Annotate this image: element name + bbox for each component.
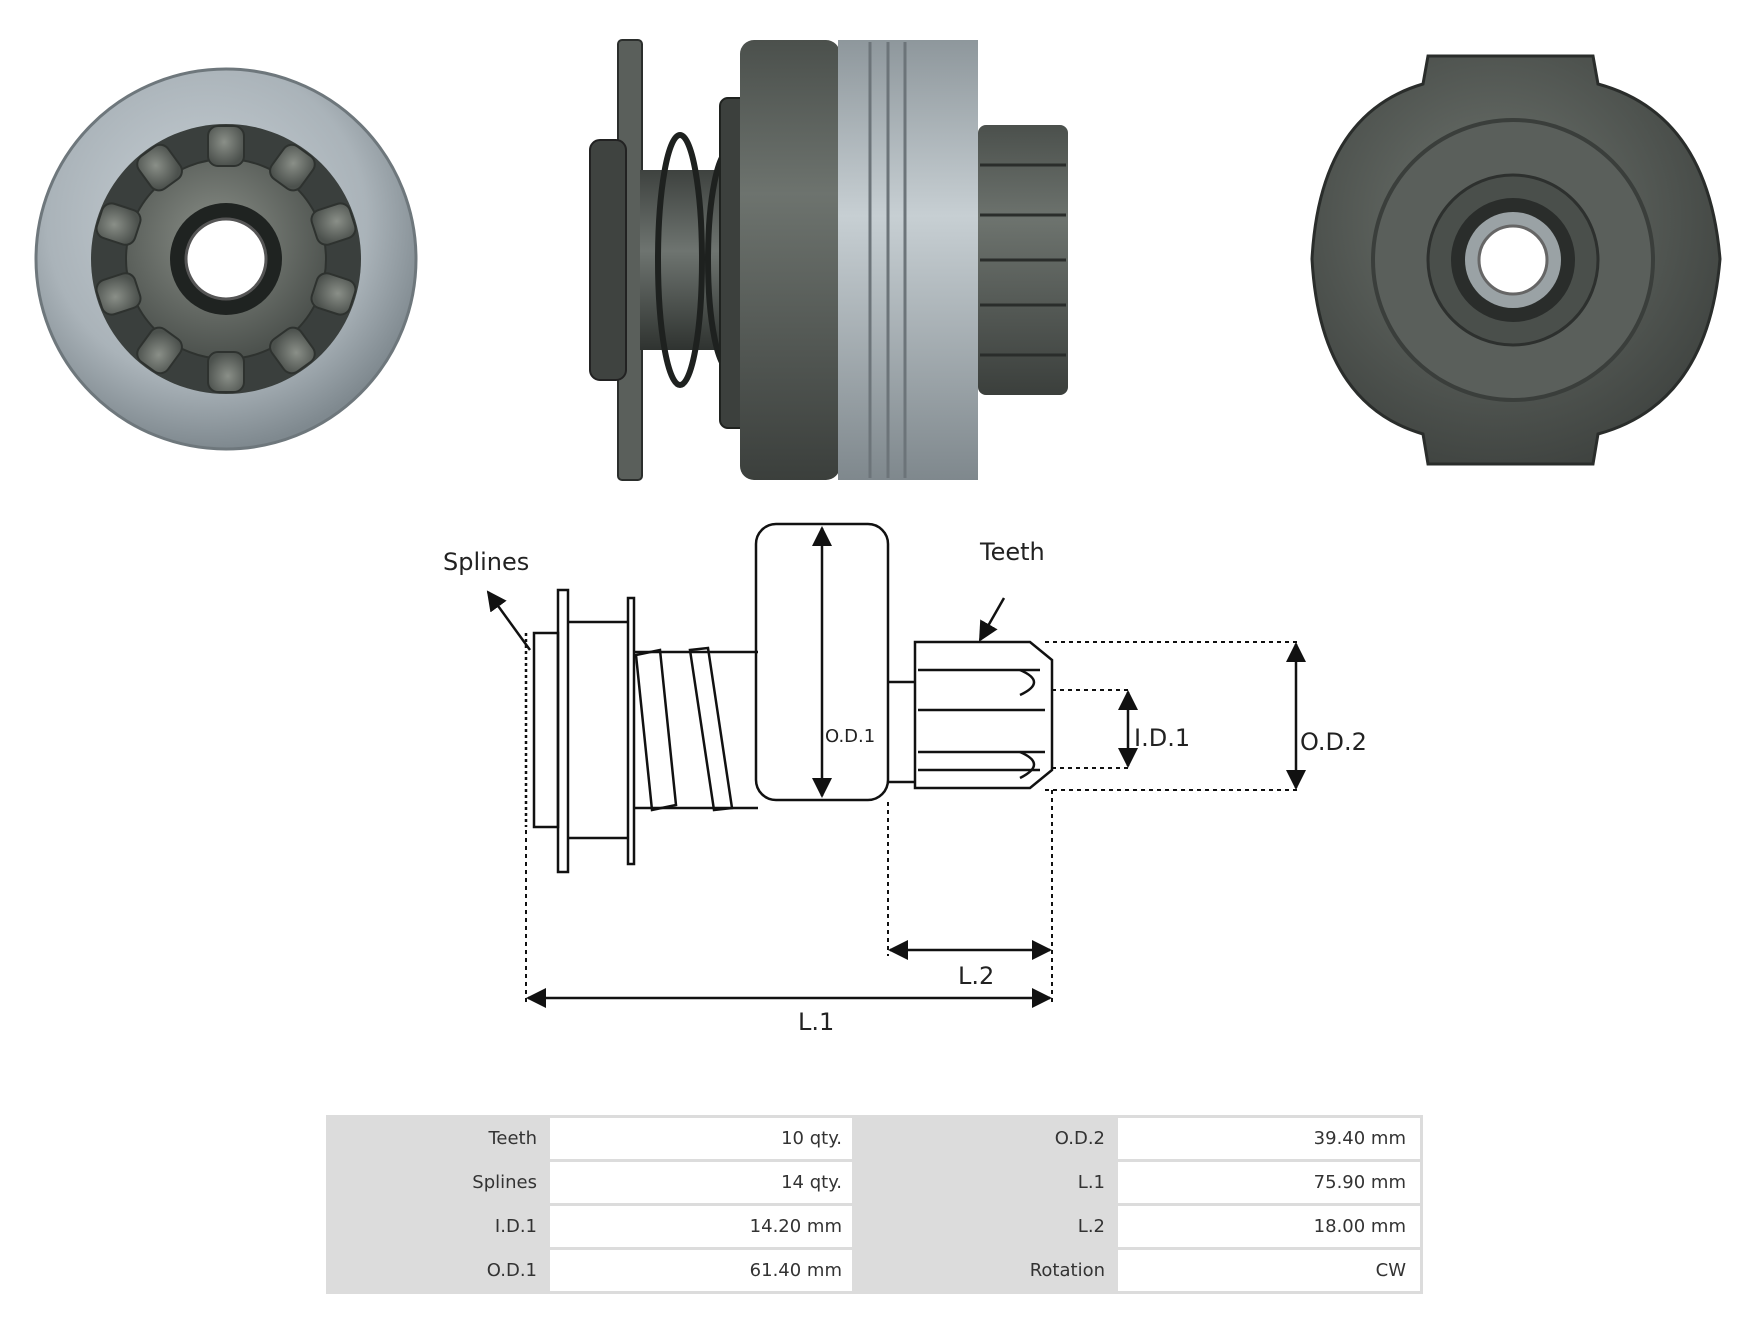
spec-value: 18.00 mm xyxy=(1118,1206,1420,1247)
table-row: Teeth 10 qty. O.D.2 39.40 mm xyxy=(329,1118,1420,1159)
specification-table: Teeth 10 qty. O.D.2 39.40 mm Splines 14 … xyxy=(326,1115,1423,1294)
l1-label: L.1 xyxy=(798,1008,834,1036)
spring-coil-2 xyxy=(688,646,734,812)
od1-label: O.D.1 xyxy=(825,726,875,747)
od2-label: O.D.2 xyxy=(1300,728,1367,756)
clutch-rear-view-photo xyxy=(1310,54,1722,466)
spec-key: L.1 xyxy=(855,1162,1115,1203)
starter-drive-side-view-photo xyxy=(589,39,1068,481)
table-row: Splines 14 qty. L.1 75.90 mm xyxy=(329,1162,1420,1203)
table-row: O.D.1 61.40 mm Rotation CW xyxy=(329,1250,1420,1291)
spec-key: Teeth xyxy=(329,1118,547,1159)
teeth-label: Teeth xyxy=(979,538,1045,566)
spec-key: L.2 xyxy=(855,1206,1115,1247)
spec-value: CW xyxy=(1118,1250,1420,1291)
spring-coil-1 xyxy=(634,648,678,812)
flange-plate-outline xyxy=(556,588,570,874)
dimension-diagram: Splines Teeth O.D.1 I.D.1 O.D.2 L.2 L.1 xyxy=(443,522,1367,1036)
pinion-outline xyxy=(913,640,1054,790)
housing-outline xyxy=(754,522,890,802)
id1-label: I.D.1 xyxy=(1134,724,1190,752)
spec-key: O.D.1 xyxy=(329,1250,547,1291)
spec-value: 14.20 mm xyxy=(550,1206,852,1247)
splines-leader-arrow xyxy=(486,590,532,651)
spec-value: 75.90 mm xyxy=(1118,1162,1420,1203)
spec-value: 10 qty. xyxy=(550,1118,852,1159)
table-row: I.D.1 14.20 mm L.2 18.00 mm xyxy=(329,1206,1420,1247)
spec-key: I.D.1 xyxy=(329,1206,547,1247)
teeth-leader-arrow xyxy=(978,597,1006,642)
spline-hub-outline xyxy=(532,631,560,829)
spec-key: Splines xyxy=(329,1162,547,1203)
washer-outline xyxy=(626,596,636,866)
splines-label: Splines xyxy=(443,548,529,576)
spec-value: 61.40 mm xyxy=(550,1250,852,1291)
spec-key: O.D.2 xyxy=(855,1118,1115,1159)
spec-key: Rotation xyxy=(855,1250,1115,1291)
pinion-front-view-photo xyxy=(34,67,418,451)
spec-value: 14 qty. xyxy=(550,1162,852,1203)
spec-value: 39.40 mm xyxy=(1118,1118,1420,1159)
l2-label: L.2 xyxy=(958,962,994,990)
